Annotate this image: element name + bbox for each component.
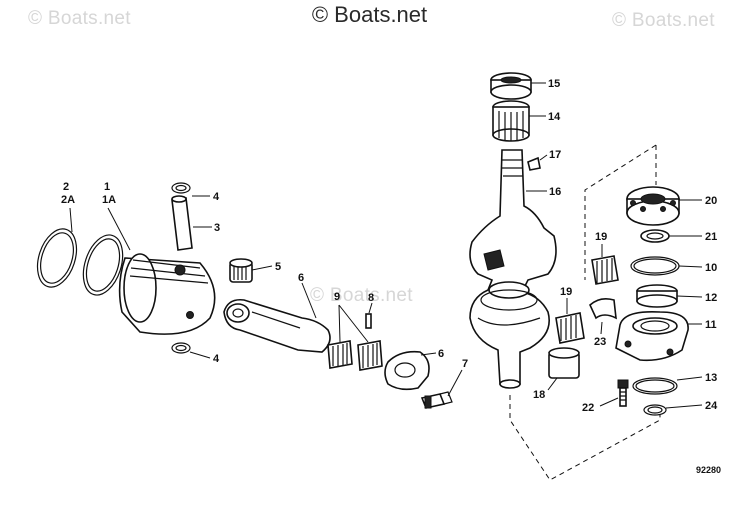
callout-20: 20: [705, 195, 717, 207]
callout-22: 22: [582, 402, 594, 414]
callout-24: 24: [705, 400, 718, 412]
callout-6-rod: 6: [298, 272, 304, 284]
upper-main-bearing: [492, 100, 530, 142]
ball-bearing: [626, 186, 680, 226]
seal-washer: [643, 404, 667, 416]
callout-14: 14: [548, 111, 561, 123]
watermark-center: © Boats.net: [311, 2, 428, 27]
callout-18: 18: [533, 389, 545, 401]
callout-19-lower: 19: [560, 286, 572, 298]
callout-7: 7: [462, 358, 468, 370]
rod-cap: [384, 350, 430, 391]
callout-4-bottom: 4: [213, 353, 220, 365]
callout-2: 2: [63, 181, 69, 193]
rod-bearing-half-right: [357, 340, 383, 371]
piston-ring-1a: [82, 234, 124, 296]
housing-bolt: [617, 379, 629, 407]
retaining-ring-bottom: [171, 342, 191, 354]
woodruff-key: [527, 156, 541, 171]
watermark-top-right: © Boats.net: [612, 10, 715, 31]
callout-15: 15: [548, 78, 560, 90]
callout-13: 13: [705, 372, 717, 384]
thrust-washer: [640, 229, 670, 243]
callout-23: 23: [594, 336, 606, 348]
watermark-top-left: © Boats.net: [28, 8, 131, 29]
rod-bearing-half-left: [327, 340, 353, 369]
o-ring-10: [630, 256, 680, 276]
crank-bearing-lower: [555, 312, 585, 344]
callout-16: 16: [549, 186, 561, 198]
needle-bearing: [229, 258, 253, 283]
callout-9: 9: [334, 291, 340, 303]
callout-11: 11: [705, 319, 717, 331]
connecting-rod: [223, 298, 331, 353]
callout-19-upper: 19: [595, 231, 607, 243]
callout-8: 8: [368, 292, 374, 304]
cap-screw: [420, 391, 453, 409]
alignment-line: [584, 144, 657, 280]
callout-12: 12: [705, 292, 717, 304]
callout-1a: 1A: [102, 194, 116, 206]
callout-10: 10: [705, 262, 717, 274]
lower-bearing-housing: [615, 310, 689, 362]
dowel-pin: [365, 313, 372, 329]
leader-lines: [69, 82, 703, 409]
crank-bearing-upper: [591, 255, 619, 285]
diagram-reference-number: 92280: [696, 465, 721, 475]
watermark-middle: © Boats.net: [310, 285, 413, 306]
retaining-ring-top: [171, 182, 191, 194]
lower-seal: [636, 284, 678, 308]
callout-2a: 2A: [61, 194, 75, 206]
callout-5: 5: [275, 261, 281, 273]
upper-seal: [490, 72, 532, 100]
callout-6-cap: 6: [438, 348, 444, 360]
callout-21: 21: [705, 231, 717, 243]
wrist-pin: [171, 195, 193, 251]
callout-1: 1: [104, 181, 110, 193]
crank-bearing-sleeve: [548, 347, 580, 379]
callout-17: 17: [549, 149, 561, 161]
bearing-retainer: [589, 298, 617, 320]
callout-3: 3: [214, 222, 220, 234]
callout-4-top: 4: [213, 191, 220, 203]
o-ring-13: [632, 377, 678, 395]
crankshaft: [469, 149, 557, 389]
piston: [118, 253, 216, 335]
piston-ring-2: [36, 228, 78, 288]
